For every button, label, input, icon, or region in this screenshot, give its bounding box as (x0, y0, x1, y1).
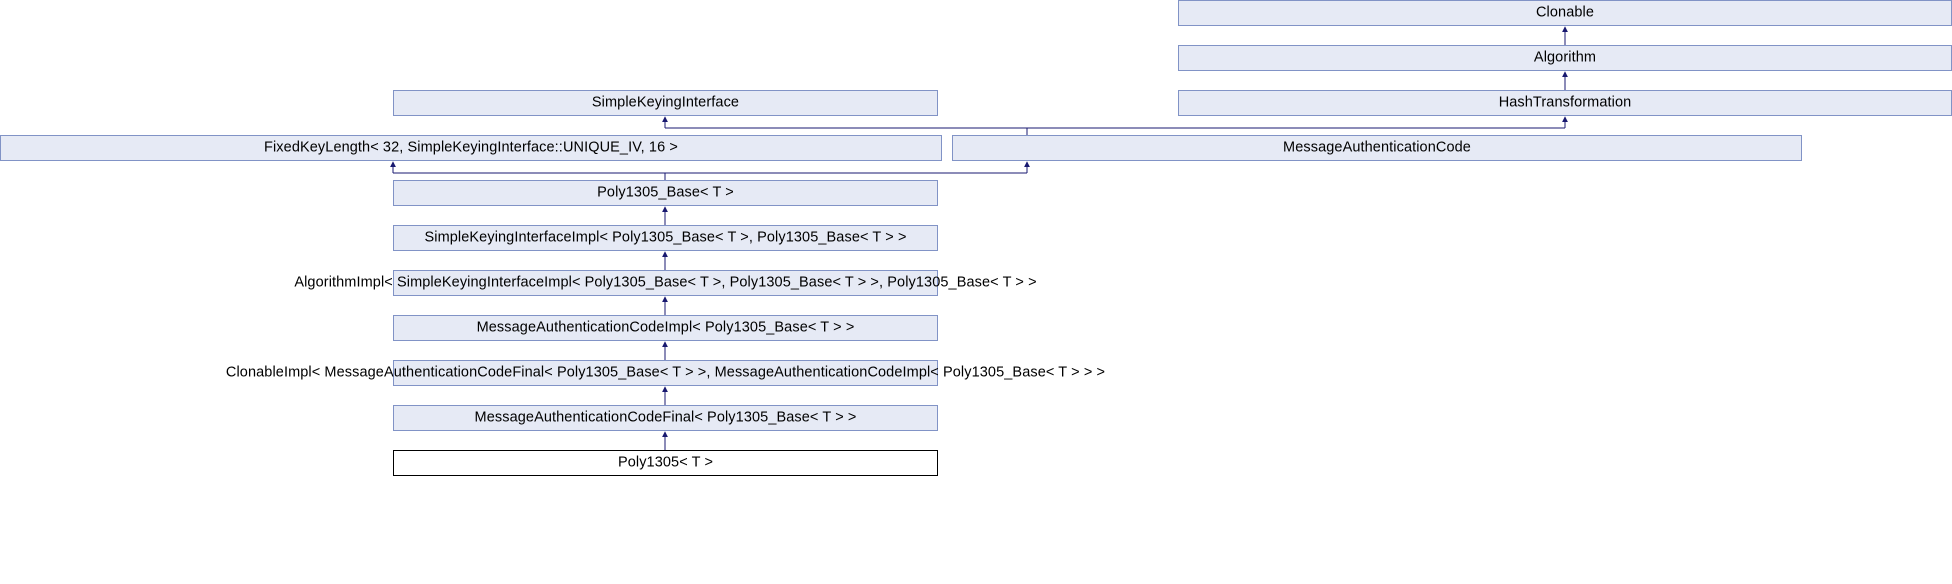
node-label-clonable-impl: ClonableImpl< MessageAuthenticationCodeF… (225, 364, 1106, 381)
node-label-message-authentication-code-impl: MessageAuthenticationCodeImpl< Poly1305_… (476, 319, 855, 336)
node-clonable[interactable]: Clonable (1178, 0, 1952, 26)
node-algorithm[interactable]: Algorithm (1178, 45, 1952, 71)
node-label-algorithm-impl: AlgorithmImpl< SimpleKeyingInterfaceImpl… (294, 274, 1037, 291)
node-label-simple-keying-interface: SimpleKeyingInterface (591, 94, 740, 111)
node-label-clonable: Clonable (1535, 4, 1595, 21)
node-label-poly1305-base: Poly1305_Base< T > (597, 184, 734, 201)
node-label-hash-transformation: HashTransformation (1498, 94, 1632, 111)
node-algorithm-impl[interactable]: AlgorithmImpl< SimpleKeyingInterfaceImpl… (294, 270, 1037, 296)
node-poly1305-base[interactable]: Poly1305_Base< T > (393, 180, 938, 206)
node-simple-keying-interface[interactable]: SimpleKeyingInterface (393, 90, 938, 116)
node-simple-keying-interface-impl[interactable]: SimpleKeyingInterfaceImpl< Poly1305_Base… (393, 225, 938, 251)
node-message-authentication-code[interactable]: MessageAuthenticationCode (952, 135, 1802, 161)
edge-poly1305-base-to-fixed-key-length (390, 161, 666, 180)
node-poly1305[interactable]: Poly1305< T > (393, 450, 938, 476)
node-message-authentication-code-final[interactable]: MessageAuthenticationCodeFinal< Poly1305… (393, 405, 938, 431)
node-hash-transformation[interactable]: HashTransformation (1178, 90, 1952, 116)
node-label-algorithm: Algorithm (1533, 49, 1597, 66)
node-label-message-authentication-code: MessageAuthenticationCode (1283, 139, 1471, 156)
node-fixed-key-length[interactable]: FixedKeyLength< 32, SimpleKeyingInterfac… (0, 135, 942, 161)
edge-message-authentication-code-to-simple-keying-interface (662, 116, 1028, 135)
edge-message-authentication-code-to-hash-transformation (1026, 116, 1568, 135)
edge-poly1305-base-to-message-authentication-code (664, 161, 1030, 180)
node-label-fixed-key-length: FixedKeyLength< 32, SimpleKeyingInterfac… (264, 139, 678, 156)
node-label-poly1305: Poly1305< T > (617, 454, 714, 471)
node-label-simple-keying-interface-impl: SimpleKeyingInterfaceImpl< Poly1305_Base… (424, 229, 907, 246)
node-message-authentication-code-impl[interactable]: MessageAuthenticationCodeImpl< Poly1305_… (393, 315, 938, 341)
node-label-message-authentication-code-final: MessageAuthenticationCodeFinal< Poly1305… (474, 409, 857, 426)
node-clonable-impl[interactable]: ClonableImpl< MessageAuthenticationCodeF… (226, 360, 1105, 386)
